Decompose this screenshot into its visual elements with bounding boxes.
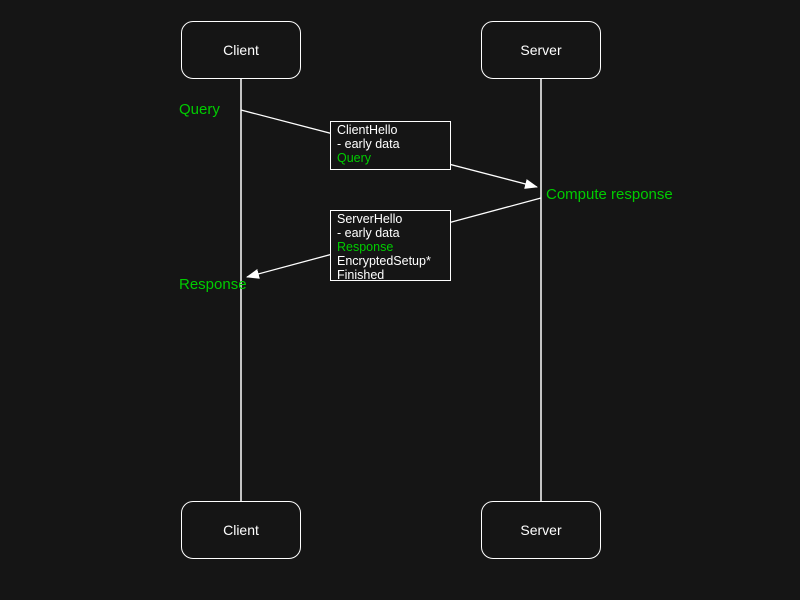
query-annotation: Query [179, 101, 220, 118]
message-box-client-hello: ClientHello - early data Query [330, 121, 451, 170]
message-line: - early data [337, 136, 400, 151]
response-annotation: Response [179, 276, 247, 293]
compute-response-annotation: Compute response [546, 186, 673, 203]
message-line: Finished [337, 267, 385, 281]
actor-server-top-label: Server [520, 42, 562, 58]
actor-client-top: Client [181, 21, 301, 79]
message-line: - early data [337, 225, 400, 240]
actor-server-top: Server [481, 21, 601, 79]
message-box-server-hello: ServerHello - early data Response Encryp… [330, 210, 451, 281]
actor-client-bottom: Client [181, 501, 301, 559]
actor-client-top-label: Client [223, 42, 259, 58]
message-line: EncryptedSetup* [337, 253, 431, 268]
message-line: ClientHello [337, 123, 398, 137]
message-line: Query [337, 150, 372, 165]
message-line: Response [337, 239, 394, 254]
actor-server-bottom-label: Server [520, 522, 562, 538]
actor-server-bottom: Server [481, 501, 601, 559]
actor-client-bottom-label: Client [223, 522, 259, 538]
message-line: ServerHello [337, 212, 403, 226]
